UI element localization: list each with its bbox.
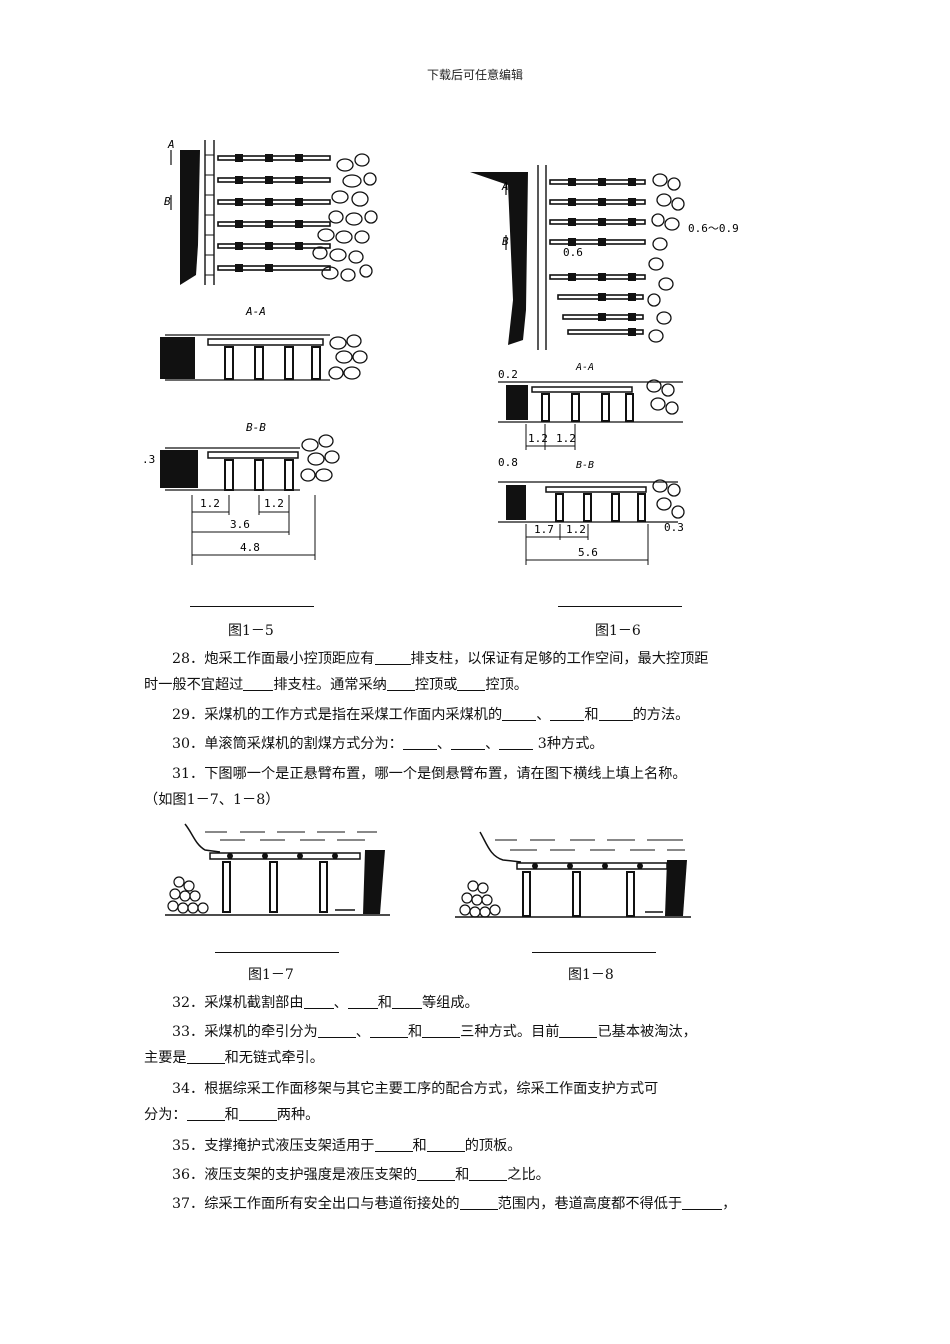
blank[interactable] [303,994,334,1009]
figure-1-6: A B 0.6～0.9 0.6 A-A 0.2 1.2 1.2 0.8 B-B … [468,160,748,570]
plan-label-b: B [164,195,171,208]
question-28: 28．炮采工作面最小控顶距应有排支柱，以保证有足够的工作空间，最大控顶距 时一般… [144,650,709,693]
blank[interactable] [391,994,422,1009]
caption-1-7: 图1－7 [248,967,294,983]
section-label-bb: B-B [246,421,266,434]
caption-1-6: 图1－6 [595,623,641,639]
blank[interactable] [550,706,585,721]
blank[interactable] [347,994,378,1009]
question-31: 31．下图哪一个是正悬臂布置，哪一个是倒悬臂布置，请在图下横线上填上名称。 （如… [144,766,687,808]
blank[interactable] [499,735,534,750]
dim-12: 1.2 [200,497,220,510]
blank[interactable] [457,676,486,691]
question-29: 29．采煤机的工作方式是指在采煤工作面内采煤机的、和的方法。 [172,706,690,723]
dim-08: 0.8 [498,456,518,469]
blank[interactable] [186,1049,225,1064]
dim-0609: 0.6～0.9 [688,222,739,235]
question-36: 36．液压支架的支护强度是液压支架的和之比。 [172,1166,550,1183]
dim-03: .3 [142,453,155,466]
dim-12b: 1.2 [556,432,576,445]
caption-1-8: 图1－8 [568,967,614,983]
blank[interactable] [386,676,415,691]
answer-line-1-5 [190,606,314,607]
blank[interactable] [422,1023,461,1038]
blank[interactable] [682,1195,723,1210]
figure-1-5: A B A-A B-B .3 1.2 1.2 3.6 4.8 [140,135,380,575]
section-label-aa: A-A [575,362,594,373]
blank[interactable] [426,1137,465,1152]
question-35: 35．支撑掩护式液压支架适用于和的顶板。 [172,1137,522,1154]
blank[interactable] [374,650,411,665]
blank[interactable] [186,1106,225,1121]
question-34: 34．根据综采工作面移架与其它主要工序的配合方式，综采工作面支护方式可 分为：和… [144,1081,659,1123]
blank[interactable] [238,1106,277,1121]
plan-label-a: A [167,138,175,151]
plan-label-b: B [502,235,509,248]
blank[interactable] [417,1166,456,1181]
blank[interactable] [459,1195,498,1210]
dim-06: 0.6 [563,246,583,259]
section-label-aa: A-A [245,305,266,318]
blank[interactable] [369,1023,408,1038]
plan-label-a: A [501,180,509,193]
question-32: 32．采煤机截割部由、和等组成。 [172,994,479,1011]
dim-12c: 1.2 [566,523,586,536]
answer-line-1-6 [558,606,682,607]
dim-12b: 1.2 [264,497,284,510]
caption-1-5: 图1－5 [228,623,274,639]
blank[interactable] [598,706,633,721]
blank[interactable] [317,1023,356,1038]
blank[interactable] [402,735,437,750]
figure-1-7 [165,822,425,922]
dim-17: 1.7 [534,523,554,536]
section-label-bb: B-B [576,460,594,471]
question-37: 37．综采工作面所有安全出口与巷道衔接处的范围内，巷道高度都不得低于， [172,1195,737,1212]
dim-48: 4.8 [240,541,260,554]
answer-line-1-8 [532,952,656,953]
question-33: 33．采煤机的牵引分为、和三种方式。目前已基本被淘汰， 主要是和无链式牵引。 [144,1023,697,1066]
dim-03: 0.3 [664,521,684,534]
dim-56: 5.6 [578,546,598,559]
blank[interactable] [374,1137,413,1152]
answer-line-1-7 [215,952,339,953]
header-note: 下载后可任意编辑 [426,68,523,82]
blank[interactable] [451,735,486,750]
dim-12a: 1.2 [528,432,548,445]
blank[interactable] [559,1023,598,1038]
dim-36: 3.6 [230,518,250,531]
figure-1-8 [455,830,715,925]
dim-02: 0.2 [498,368,518,381]
blank[interactable] [502,706,537,721]
blank[interactable] [469,1166,508,1181]
question-30: 30．单滚筒采煤机的割煤方式分为：、、 3种方式。 [172,735,604,752]
blank[interactable] [243,676,274,691]
